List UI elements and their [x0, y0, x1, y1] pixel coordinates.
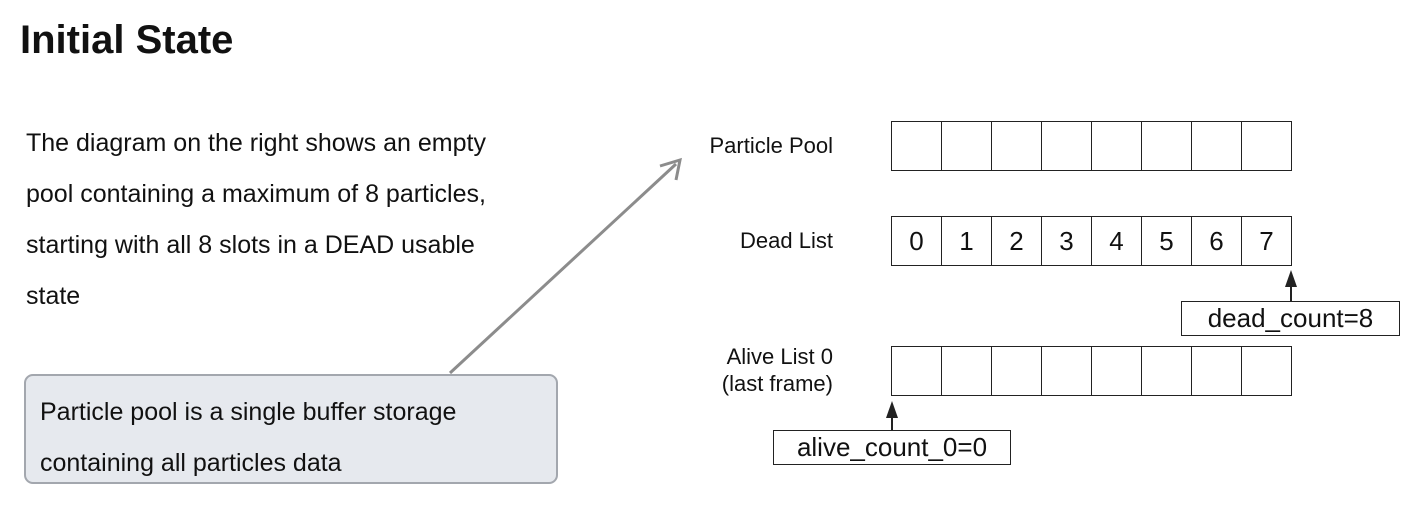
dead-count-pointer-arrow [1285, 270, 1297, 303]
particle-pool-label: Particle Pool [709, 133, 833, 158]
dead-list-buffer: 0 1 2 3 4 5 6 7 [891, 216, 1292, 266]
callout-connector-arrow [448, 157, 682, 375]
dead-list-label: Dead List [740, 228, 833, 253]
particle-pool-slot [1192, 122, 1242, 170]
alive-list-slot [942, 347, 992, 395]
alive-list-slot [1142, 347, 1192, 395]
alive-list-slot [1242, 347, 1292, 395]
alive-list-slot [1042, 347, 1092, 395]
alive-list-slot [992, 347, 1042, 395]
dead-list-slot: 5 [1142, 217, 1192, 265]
particle-pool-slot [1092, 122, 1142, 170]
particle-pool-buffer [891, 121, 1292, 171]
particle-pool-slot [1042, 122, 1092, 170]
slide-title: Initial State [20, 18, 234, 62]
dead-list-slot: 6 [1192, 217, 1242, 265]
description-line: state [26, 282, 81, 310]
description-line: pool containing a maximum of 8 particles… [26, 180, 486, 208]
callout-box: Particle pool is a single buffer storage… [24, 374, 558, 484]
dead-count-box: dead_count=8 [1181, 301, 1400, 336]
dead-list-slot: 1 [942, 217, 992, 265]
dead-list-slot: 0 [892, 217, 942, 265]
dead-list-slot: 4 [1092, 217, 1142, 265]
particle-pool-slot [1142, 122, 1192, 170]
callout-line: containing all particles data [40, 449, 342, 477]
alive-count-pointer-arrow [886, 401, 898, 431]
particle-pool-slot [942, 122, 992, 170]
alive-list-buffer [891, 346, 1292, 396]
description-line: The diagram on the right shows an empty [26, 129, 486, 157]
alive-list-label: Alive List 0 (last frame) [722, 343, 833, 397]
alive-list-label-line: (last frame) [721, 371, 833, 396]
dead-list-slot: 7 [1242, 217, 1292, 265]
alive-count-box: alive_count_0=0 [773, 430, 1011, 465]
particle-pool-slot [892, 122, 942, 170]
alive-list-slot [1092, 347, 1142, 395]
callout-line: Particle pool is a single buffer storage [40, 398, 457, 426]
dead-list-slot: 3 [1042, 217, 1092, 265]
dead-list-slot: 2 [992, 217, 1042, 265]
alive-list-label-line: Alive List 0 [726, 344, 833, 369]
alive-list-slot [892, 347, 942, 395]
description-text: The diagram on the right shows an empty … [26, 118, 586, 322]
alive-list-slot [1192, 347, 1242, 395]
description-line: starting with all 8 slots in a DEAD usab… [26, 231, 475, 259]
particle-pool-slot [1242, 122, 1292, 170]
particle-pool-slot [992, 122, 1042, 170]
